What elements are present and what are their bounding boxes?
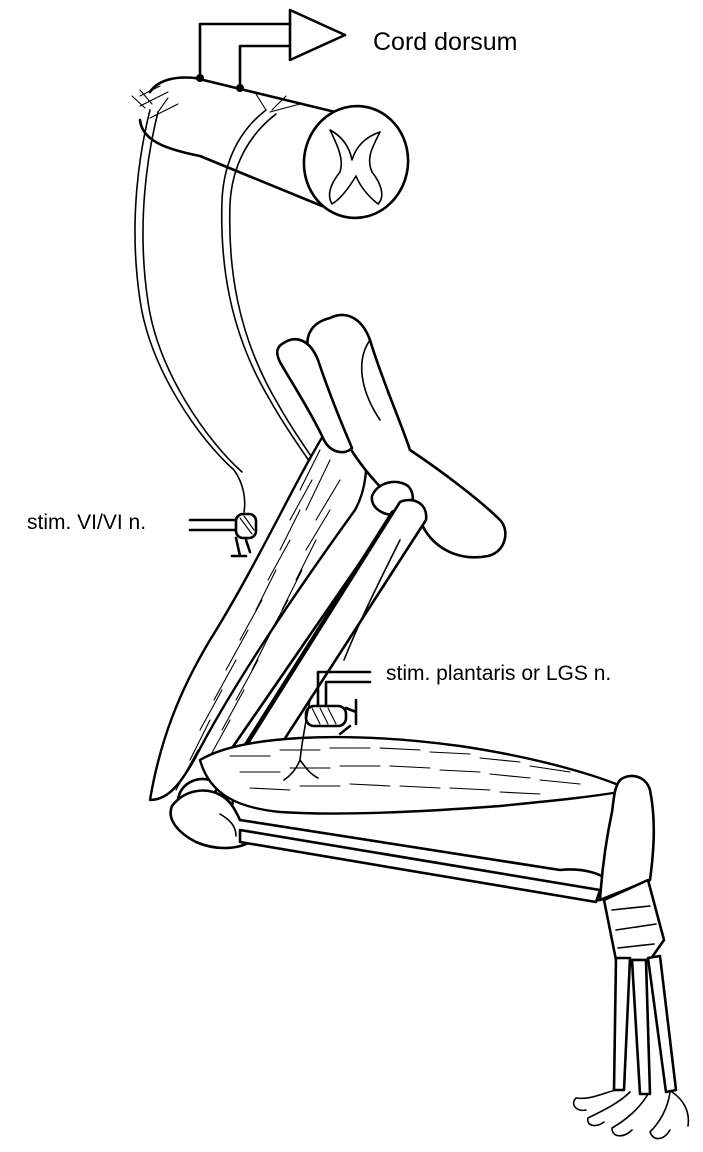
spinal-cord <box>140 78 415 225</box>
foot <box>574 776 689 1139</box>
stim-plantaris-label: stim. plantaris or LGS n. <box>386 663 611 684</box>
stim-vivi-label: stim. VI/VI n. <box>27 512 146 533</box>
cord-dorsum-label: Cord dorsum <box>373 30 518 55</box>
calf-muscle <box>200 737 630 814</box>
cord-dorsum-recording-arrow <box>196 10 345 92</box>
stim-vivi-electrode <box>190 514 256 556</box>
